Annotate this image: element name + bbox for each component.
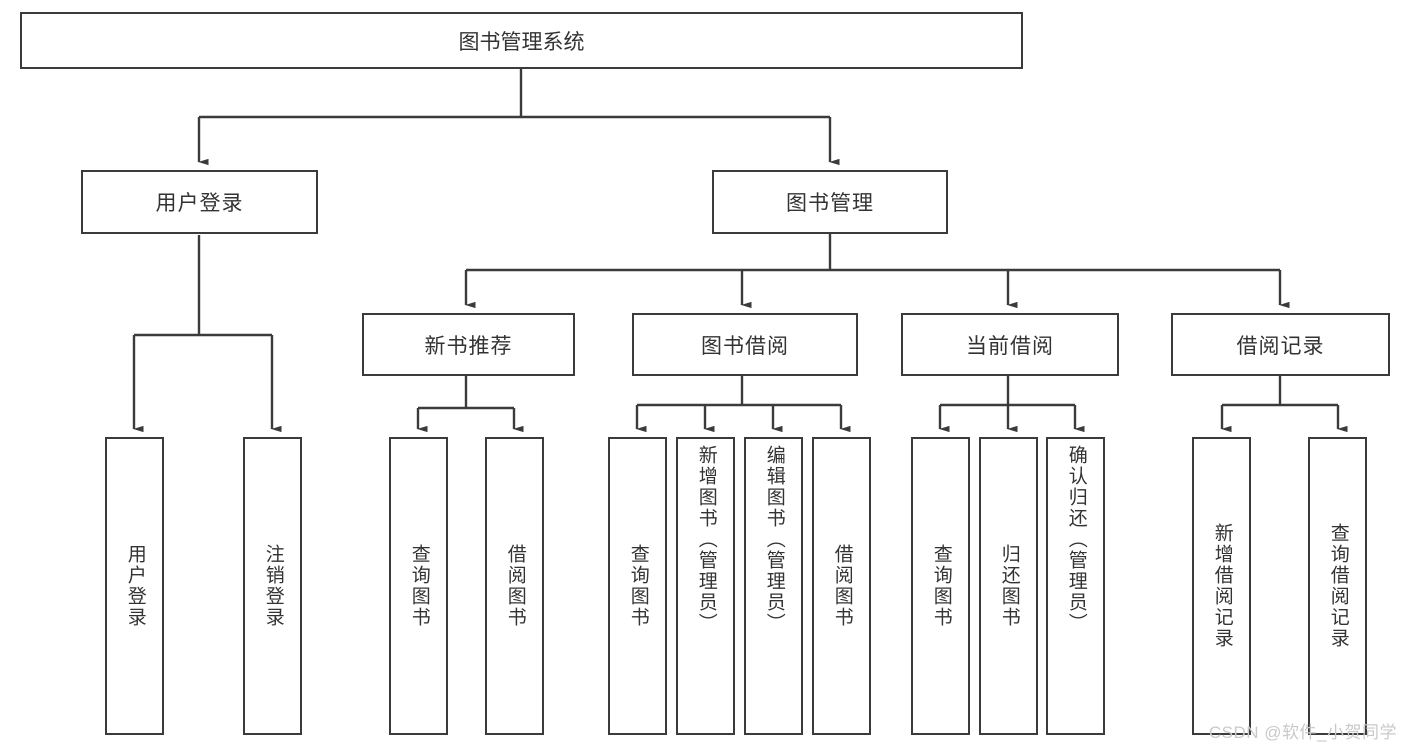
leaf-current-confirm-return[interactable]: 确认归还（管理员） [1046,437,1105,735]
node-new-book-recommend-label: 新书推荐 [424,334,513,358]
leaf-user-login[interactable]: 用户登录 [105,437,164,735]
node-book-management-label: 图书管理 [786,192,874,215]
leaf-borrow-borrow-book[interactable]: 借阅图书 [812,437,871,735]
leaf-borrow-add-book[interactable]: 新增图书（管理员） [676,437,735,735]
node-user-login-label: 用户登录 [155,192,244,215]
node-root[interactable]: 图书管理系统 [20,12,1023,69]
leaf-recommend-query-book-label: 查询图书 [408,544,430,628]
leaf-record-query[interactable]: 查询借阅记录 [1308,437,1367,735]
leaf-current-return-book-label: 归还图书 [998,544,1020,628]
leaf-borrow-query-book[interactable]: 查询图书 [608,437,667,735]
leaf-recommend-borrow-book[interactable]: 借阅图书 [485,437,544,735]
leaf-record-query-label: 查询借阅记录 [1327,523,1349,649]
node-new-book-recommend[interactable]: 新书推荐 [362,313,575,376]
leaf-borrow-query-book-label: 查询图书 [627,544,649,628]
leaf-borrow-edit-book[interactable]: 编辑图书（管理员） [744,437,803,735]
watermark: CSDN @软件_小贺同学 [1208,723,1397,742]
leaf-user-logout[interactable]: 注销登录 [243,437,302,735]
leaf-current-query-book[interactable]: 查询图书 [911,437,970,735]
leaf-current-confirm-return-label: 确认归还（管理员） [1065,445,1087,634]
leaf-borrow-add-book-label: 新增图书（管理员） [695,445,717,634]
node-borrow-record[interactable]: 借阅记录 [1171,313,1390,376]
leaf-current-query-book-label: 查询图书 [930,544,952,628]
node-book-borrow[interactable]: 图书借阅 [632,313,858,376]
node-root-label: 图书管理系统 [458,30,585,54]
node-current-borrow-label: 当前借阅 [966,334,1054,358]
leaf-borrow-edit-book-label: 编辑图书（管理员） [763,445,785,634]
node-book-management[interactable]: 图书管理 [712,170,948,234]
leaf-record-add[interactable]: 新增借阅记录 [1192,437,1251,735]
leaf-current-return-book[interactable]: 归还图书 [979,437,1038,735]
leaf-user-login-label: 用户登录 [124,544,146,628]
node-borrow-record-label: 借阅记录 [1236,334,1325,358]
node-book-borrow-label: 图书借阅 [701,334,789,358]
leaf-recommend-borrow-book-label: 借阅图书 [504,544,526,628]
leaf-recommend-query-book[interactable]: 查询图书 [389,437,448,735]
leaf-borrow-borrow-book-label: 借阅图书 [831,544,853,628]
node-user-login[interactable]: 用户登录 [81,170,318,234]
node-current-borrow[interactable]: 当前借阅 [901,313,1119,376]
leaf-record-add-label: 新增借阅记录 [1211,523,1233,649]
leaf-user-logout-label: 注销登录 [262,544,284,628]
